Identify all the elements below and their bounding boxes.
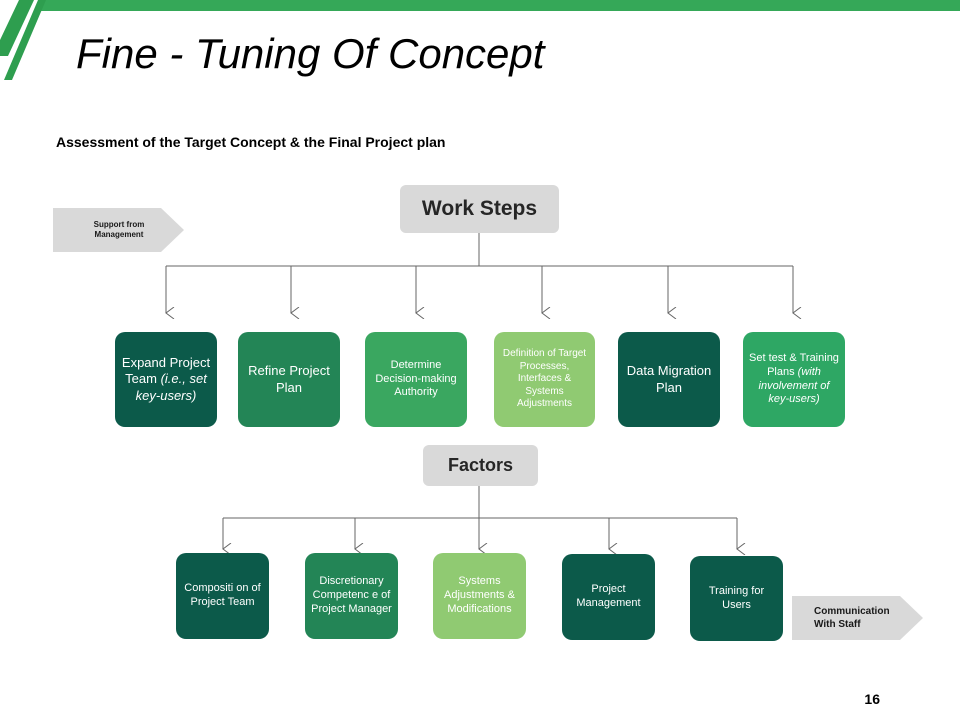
factor-manager-competence: Discretionary Competenc e of Project Man…: [305, 553, 398, 639]
work-steps-header: Work Steps: [400, 185, 559, 233]
factors-header: Factors: [423, 445, 538, 486]
page-title: Fine - Tuning Of Concept: [76, 30, 545, 77]
factor-team-composition: Compositi on of Project Team: [176, 553, 269, 639]
header-decoration: [0, 0, 960, 80]
work-step-data-migration: Data Migration Plan: [618, 332, 720, 427]
work-step-refine-plan: Refine Project Plan: [238, 332, 340, 427]
work-step-expand-team: Expand Project Team (i.e., set key-users…: [115, 332, 217, 427]
factor-project-management: Project Management: [562, 554, 655, 640]
factor-training-users: Training for Users: [690, 556, 783, 641]
support-arrow-label: Support from Management: [93, 219, 145, 239]
factor-systems-adjustments: Systems Adjustments & Modifications: [433, 553, 526, 639]
work-step-test-training: Set test & Training Plans (with involvem…: [743, 332, 845, 427]
page-subtitle: Assessment of the Target Concept & the F…: [56, 134, 446, 150]
communication-arrow-shape: [792, 596, 923, 640]
support-arrow-shape: [53, 208, 184, 252]
work-step-target-processes: Definition of Target Processes, Interfac…: [494, 332, 595, 427]
page-number: 16: [864, 691, 880, 707]
communication-arrow-label: Communication With Staff: [814, 606, 890, 630]
work-step-decision-authority: Determine Decision-making Authority: [365, 332, 467, 427]
